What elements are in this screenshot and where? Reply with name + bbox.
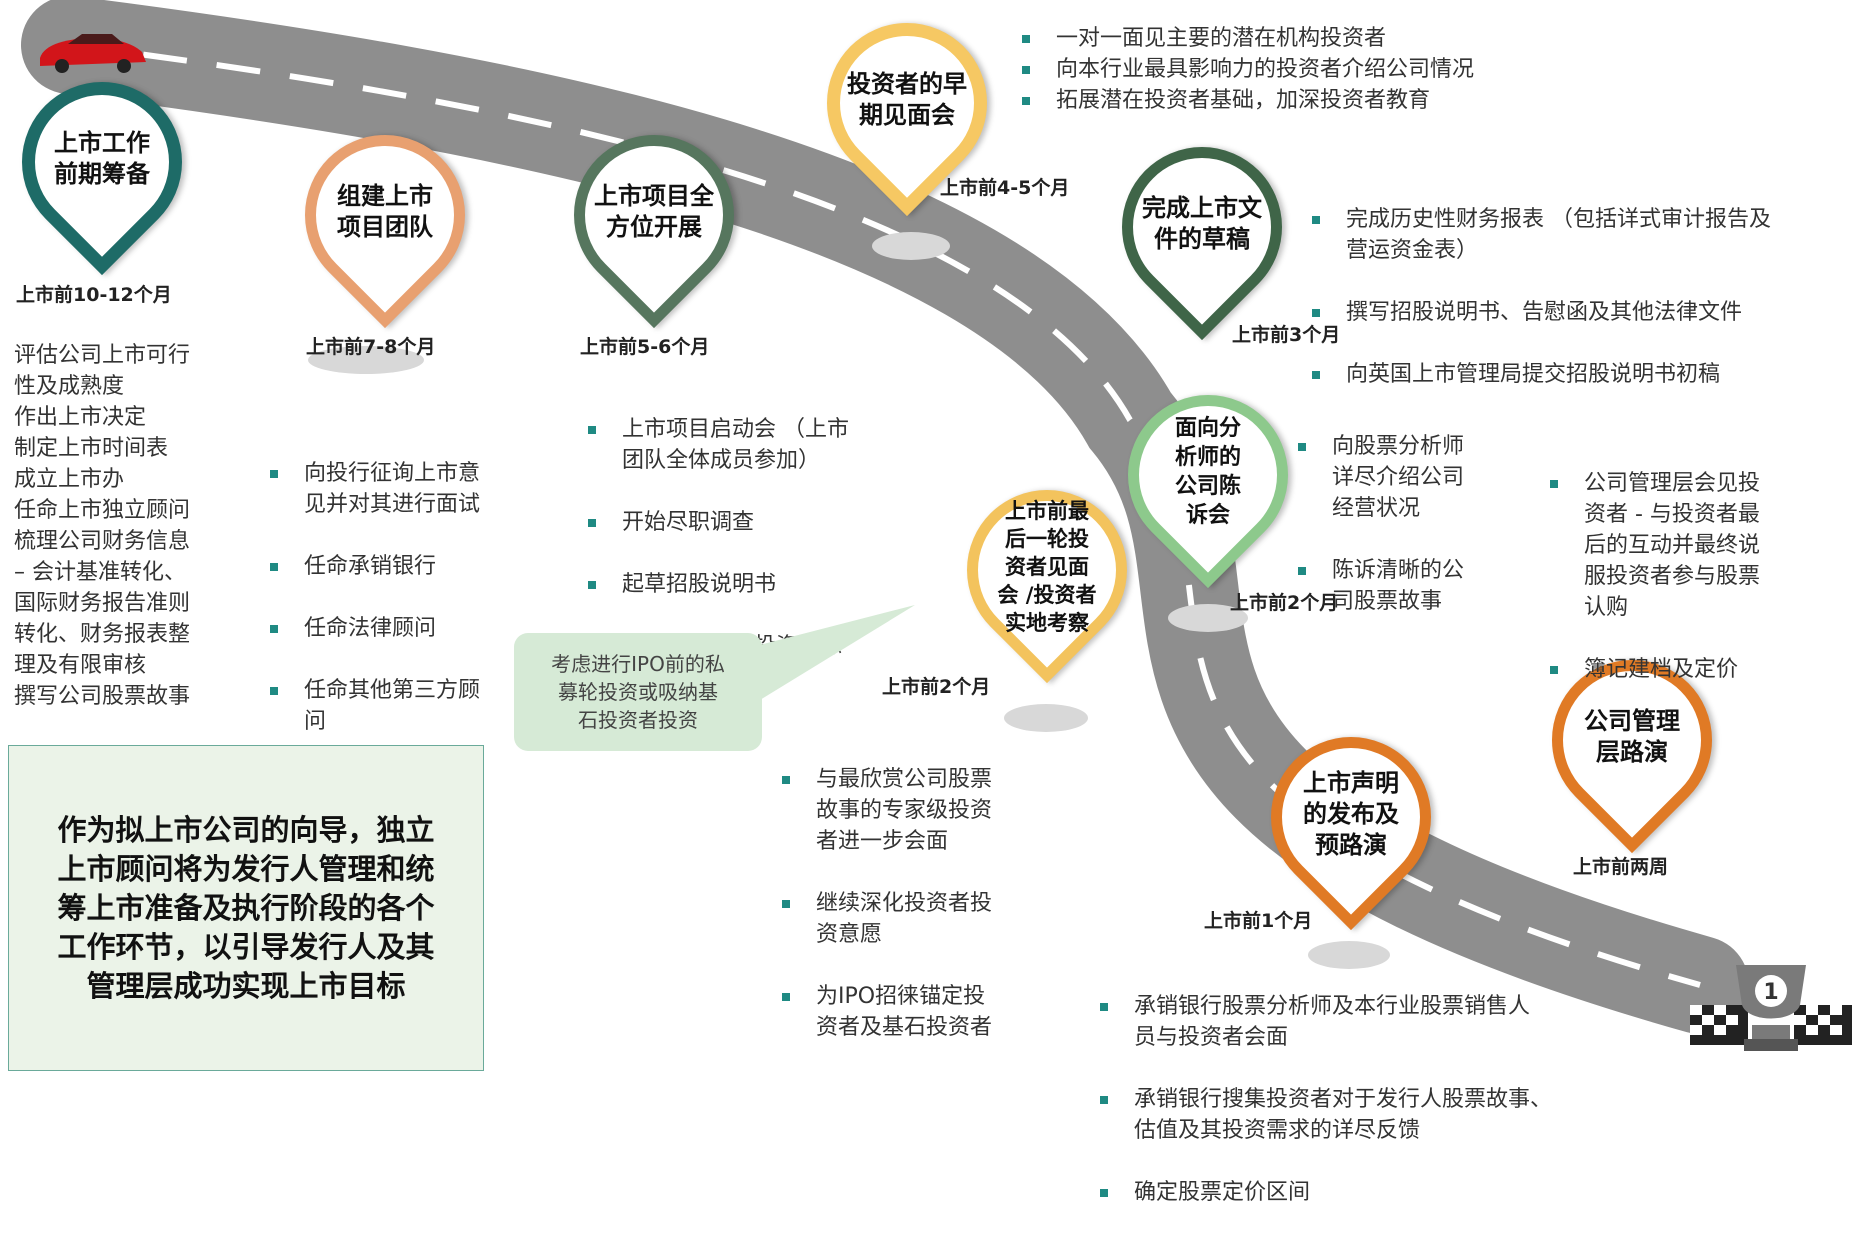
milestone-4-details: 一对一面见主要的潜在机构投资者 向本行业最具影响力的投资者介绍公司情况 拓展潜在…	[1020, 23, 1580, 116]
milestone-time: 上市前3个月	[1232, 324, 1341, 346]
detail-item: 继续深化投资者投 资意愿	[780, 888, 1070, 950]
detail-item: 成立上市办	[14, 467, 125, 492]
detail-item: 确定股票定价区间	[1098, 1177, 1658, 1208]
detail-item: 理及有限审核	[14, 653, 147, 678]
detail-item: 一对一面见主要的潜在机构投资者	[1020, 23, 1580, 54]
detail-item: 任命上市独立顾问	[14, 498, 191, 523]
detail-item: – 会计基准转化、	[14, 560, 186, 585]
detail-item: 向英国上市管理局提交招股说明书初稿	[1310, 359, 1855, 390]
milestone-title: 上市项目全 方位开展	[594, 182, 714, 241]
milestone-time: 上市前2个月	[882, 676, 991, 698]
milestone-title: 公司管理 层路演	[1584, 707, 1680, 766]
milestone-1-details: 评估公司上市可行 性及成熟度 作出上市决定 制定上市时间表 成立上市办 任命上市…	[14, 340, 244, 712]
detail-item: 完成历史性财务报表 （包括详式审计报告及 营运资金表）	[1310, 204, 1855, 266]
detail-item: 承销银行股票分析师及本行业股票销售人 员与投资者会面	[1098, 991, 1658, 1053]
milestone-pin-6: 面向分 析师的 公司陈 诉会	[1094, 361, 1322, 589]
milestone-title: 上市声明 的发布及 预路演	[1303, 768, 1399, 859]
milestone-pin-9: 公司管理 层路演	[1518, 626, 1746, 854]
detail-item: 作出上市决定	[14, 405, 147, 430]
milestone-pin-1: 上市工作 前期筹备	[0, 48, 216, 276]
detail-item: 起草招股说明书	[586, 569, 896, 600]
milestone-title: 组建上市 项目团队	[337, 182, 433, 241]
detail-item: 向股票分析师 详尽介绍公司 经营状况	[1296, 431, 1516, 524]
svg-text:1: 1	[1763, 980, 1778, 1005]
pin-shadow	[872, 232, 950, 260]
milestone-time: 上市前7-8个月	[306, 336, 436, 358]
detail-item: 国际财务报告准则	[14, 591, 191, 616]
detail-item: 转化、财务报表整	[14, 622, 191, 647]
milestone-title: 完成上市文 件的草稿	[1142, 194, 1262, 253]
pin-shadow	[1004, 704, 1088, 732]
detail-item: 撰写公司股票故事	[14, 684, 191, 709]
detail-item: 任命承销银行	[268, 551, 528, 582]
detail-item: 评估公司上市可行	[14, 343, 191, 368]
detail-item: 制定上市时间表	[14, 436, 169, 461]
detail-item: 梳理公司财务信息	[14, 529, 191, 554]
milestone-8-details: 承销银行股票分析师及本行业股票销售人 员与投资者会面 承销银行搜集投资者对于发行…	[1098, 960, 1658, 1239]
detail-item: 与最欣赏公司股票 故事的专家级投资 者进一步会面	[780, 764, 1070, 857]
pin-shadow	[1308, 941, 1390, 969]
milestone-pin-4: 投资者的早 期见面会	[793, 0, 1021, 217]
detail-item: 承销银行搜集投资者对于发行人股票故事、 估值及其投资需求的详尽反馈	[1098, 1084, 1658, 1146]
milestone-pin-7: 上市前最 后一轮投 资者见面 会 /投资者 实地考察	[933, 456, 1161, 684]
pre-ipo-note: 考虑进行IPO前的私 募轮投资或吸纳基 石投资者投资	[514, 633, 762, 751]
milestone-pin-2: 组建上市 项目团队	[271, 101, 499, 329]
milestone-time: 上市前两周	[1573, 856, 1669, 878]
milestone-pin-5: 完成上市文 件的草稿	[1088, 113, 1316, 341]
detail-item: 向本行业最具影响力的投资者介绍公司情况	[1020, 54, 1580, 85]
milestone-time: 上市前10-12个月	[16, 284, 172, 306]
milestone-5-details: 完成历史性财务报表 （包括详式审计报告及 营运资金表） 撰写招股说明书、告慰函及…	[1310, 173, 1855, 421]
milestone-time: 上市前4-5个月	[940, 177, 1070, 199]
summary-text: 作为拟上市公司的向导，独立 上市顾问将为发行人管理和统 筹上市准备及执行阶段的各…	[57, 812, 435, 1003]
detail-item: 公司管理层会见投 资者 - 与投资者最 后的互动并最终说 服投资者参与股票 认购	[1548, 468, 1818, 623]
milestone-pin-8: 上市声明 的发布及 预路演	[1237, 703, 1465, 931]
detail-item: 拓展潜在投资者基础，加深投资者教育	[1020, 85, 1580, 116]
milestone-7-details: 与最欣赏公司股票 故事的专家级投资 者进一步会面 继续深化投资者投 资意愿 为I…	[780, 733, 1070, 1074]
detail-item: 性及成熟度	[14, 374, 125, 399]
detail-item: 为IPO招徕锚定投 资者及基石投资者	[780, 981, 1070, 1043]
detail-item: 开始尽职调查	[586, 507, 896, 538]
detail-item: 向投行征询上市意 见并对其进行面试	[268, 458, 528, 520]
milestone-title: 面向分 析师的 公司陈 诉会	[1174, 416, 1241, 528]
red-car-icon	[40, 34, 146, 73]
detail-item: 陈诉清晰的公 司股票故事	[1296, 555, 1516, 617]
trophy-checkered-flags-icon: 1	[1690, 965, 1852, 1051]
detail-item: 任命其他第三方顾 问	[268, 675, 528, 737]
milestone-time: 上市前2个月	[1230, 592, 1339, 614]
milestone-2-details: 向投行征询上市意 见并对其进行面试 任命承销银行 任命法律顾问 任命其他第三方顾…	[268, 427, 528, 768]
detail-item: 上市项目启动会 （上市 团队全体成员参加）	[586, 414, 896, 476]
pin-shadow	[1168, 604, 1248, 632]
milestone-title: 上市工作 前期筹备	[54, 129, 150, 188]
milestone-pin-3: 上市项目全 方位开展	[540, 101, 768, 329]
detail-item: 撰写招股说明书、告慰函及其他法律文件	[1310, 297, 1855, 328]
milestone-9-details: 公司管理层会见投 资者 - 与投资者最 后的互动并最终说 服投资者参与股票 认购…	[1548, 437, 1818, 716]
milestone-title: 上市前最 后一轮投 资者见面 会 /投资者 实地考察	[997, 499, 1097, 635]
milestone-time: 上市前1个月	[1204, 910, 1313, 932]
detail-item: 簿记建档及定价	[1548, 654, 1818, 685]
milestone-title: 投资者的早 期见面会	[847, 70, 967, 129]
summary-box: 作为拟上市公司的向导，独立 上市顾问将为发行人管理和统 筹上市准备及执行阶段的各…	[8, 745, 484, 1071]
detail-item: 任命法律顾问	[268, 613, 528, 644]
milestone-time: 上市前5-6个月	[580, 336, 710, 358]
milestone-6-details: 向股票分析师 详尽介绍公司 经营状况 陈诉清晰的公 司股票故事	[1296, 400, 1516, 648]
pin-shadow	[308, 346, 424, 374]
note-text: 考虑进行IPO前的私 募轮投资或吸纳基 石投资者投资	[551, 652, 725, 732]
